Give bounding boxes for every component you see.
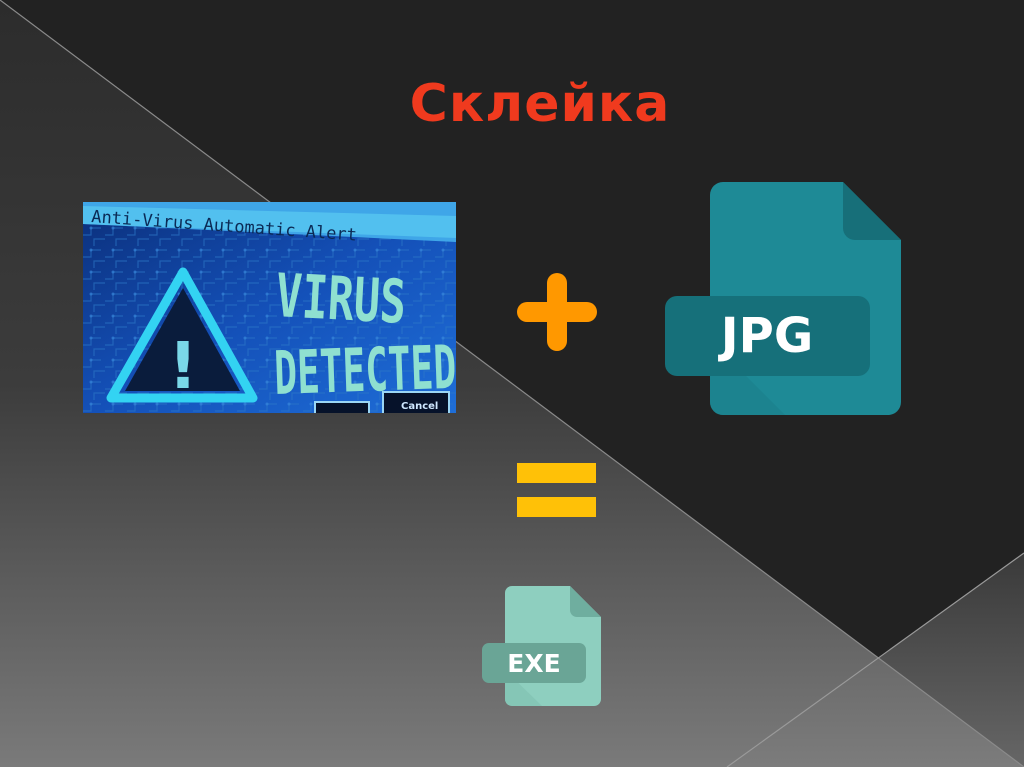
cancel-button [382,391,450,413]
exe-label: EXE [507,649,560,678]
plus-icon [517,273,597,351]
equals-icon [517,463,596,517]
diagonal-line [726,552,1024,767]
jpg-file-icon: JPG [665,182,901,415]
virus-text: VIRUS [274,261,407,338]
exe-file-icon: EXE [482,586,601,706]
virus-detected-image: Anti-Virus Automatic Alert ! VIRUS DETEC… [83,202,456,413]
warning-exclamation-icon: ! [168,330,197,404]
jpg-label: JPG [718,308,813,364]
slide-title: Склейка [409,74,671,134]
cancel-button-label: Cancel [401,401,438,412]
